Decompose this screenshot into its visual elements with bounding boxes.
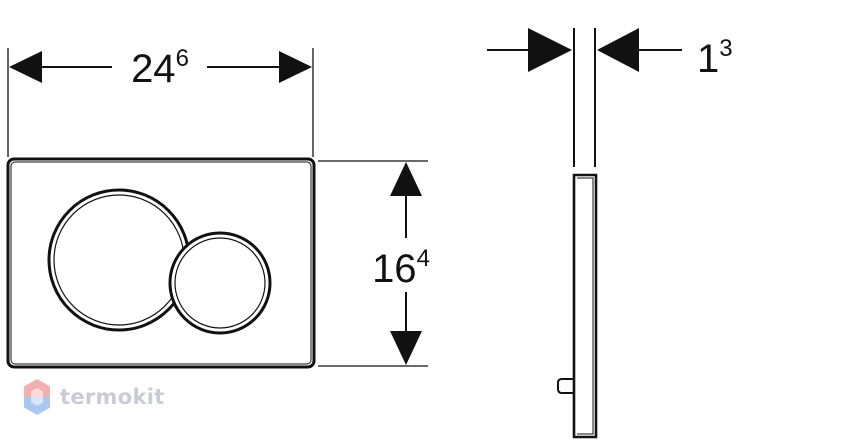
depth-dimension bbox=[487, 28, 682, 167]
small-flush-button bbox=[168, 231, 272, 335]
arrow-down bbox=[390, 331, 422, 365]
mounting-tab bbox=[557, 378, 574, 394]
side-view bbox=[557, 173, 598, 439]
depth-label: 13 bbox=[697, 35, 733, 81]
watermark: termokit bbox=[22, 378, 165, 416]
plate-inner-outline bbox=[10, 161, 312, 365]
hexagon-logo-icon bbox=[24, 379, 50, 415]
side-profile-inner bbox=[577, 177, 594, 435]
height-label: 164 bbox=[372, 245, 430, 291]
small-flush-button-inner bbox=[174, 237, 266, 329]
arrow-right bbox=[279, 51, 312, 83]
width-dimension bbox=[7, 48, 314, 157]
plate-outline bbox=[6, 157, 316, 369]
large-flush-button bbox=[47, 188, 191, 332]
watermark-brand: termokit bbox=[60, 385, 165, 409]
arrow-right-depth bbox=[528, 28, 572, 72]
arrow-up bbox=[390, 162, 422, 196]
arrow-left-depth bbox=[597, 28, 639, 72]
front-view bbox=[6, 157, 316, 369]
side-profile-outline bbox=[572, 173, 598, 439]
height-dimension bbox=[318, 160, 428, 367]
width-label: 246 bbox=[131, 45, 189, 91]
arrow-left bbox=[9, 51, 42, 83]
